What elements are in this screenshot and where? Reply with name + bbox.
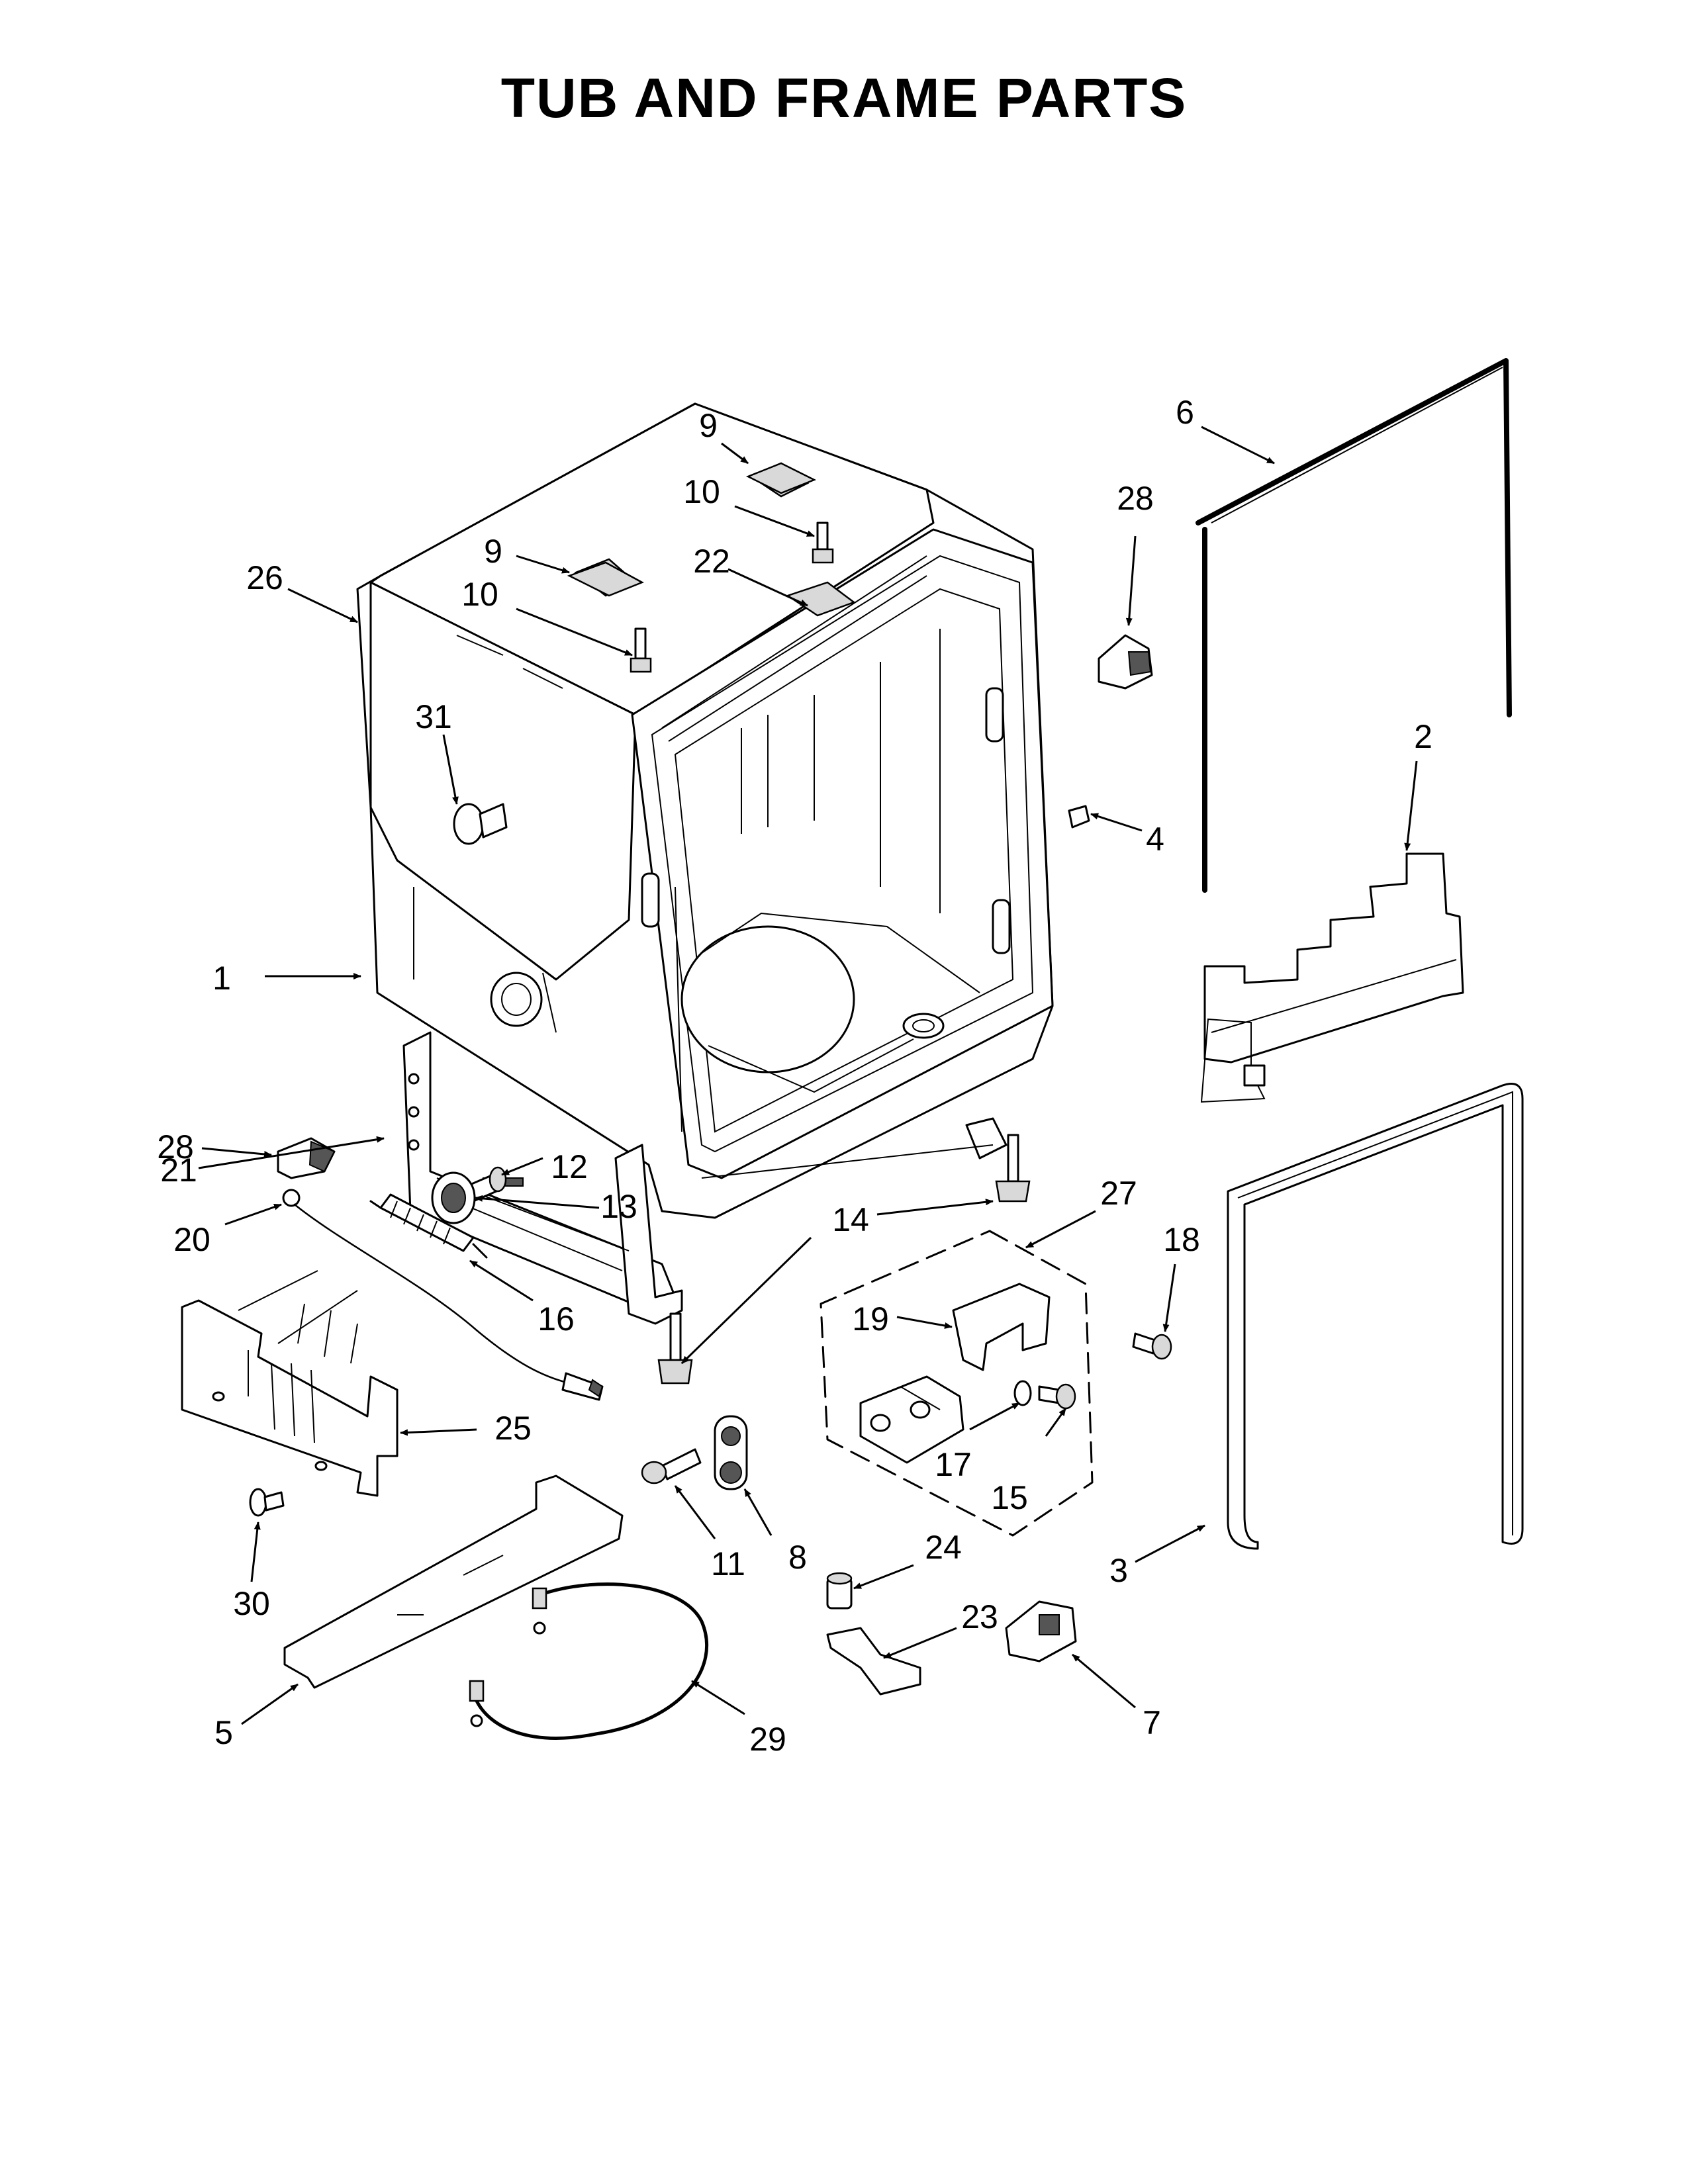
callout-24: 24 [925, 1529, 962, 1566]
callout-11: 11 [711, 1545, 745, 1582]
callout-28-upper: 28 [1117, 480, 1154, 517]
callout-17: 17 [935, 1446, 972, 1483]
screw-18 [1132, 1332, 1172, 1360]
callout-labels: 1 2 3 4 5 6 7 8 9 9 10 10 11 12 13 14 15… [157, 394, 1432, 1758]
clip [1068, 805, 1090, 829]
sensor [826, 1572, 853, 1610]
washer [1013, 1380, 1032, 1406]
callout-26: 26 [246, 559, 283, 596]
callout-3: 3 [1109, 1552, 1128, 1589]
callout-12: 12 [551, 1148, 588, 1185]
fastener-30 [249, 1488, 285, 1517]
hinge-bracket [745, 462, 817, 494]
plug [453, 803, 508, 845]
toe-insulation [181, 1270, 399, 1497]
callout-5: 5 [214, 1714, 233, 1751]
callout-21: 21 [160, 1152, 197, 1189]
callout-27: 27 [1100, 1175, 1137, 1212]
callout-9-lower: 9 [484, 533, 502, 570]
callout-10-lower: 10 [461, 576, 498, 613]
callout-22: 22 [693, 543, 730, 580]
callout-15: 15 [991, 1479, 1028, 1516]
callout-8: 8 [788, 1539, 807, 1576]
kit-boundary [820, 1230, 1094, 1537]
callout-4: 4 [1146, 821, 1164, 858]
spring [369, 1193, 488, 1259]
callout-1: 1 [212, 960, 231, 997]
callout-2: 2 [1414, 718, 1432, 755]
callout-30: 30 [233, 1585, 270, 1622]
door-cable [282, 1189, 604, 1401]
screw-11 [641, 1448, 702, 1484]
callout-16: 16 [538, 1300, 575, 1338]
callout-29: 29 [749, 1721, 786, 1758]
callout-13: 13 [600, 1188, 637, 1225]
bushing [714, 1415, 748, 1490]
callout-23: 23 [961, 1598, 998, 1635]
grommet [431, 1171, 476, 1224]
callout-10-upper: 10 [683, 473, 720, 510]
callout-28-lower: 28 [157, 1128, 194, 1165]
shield [283, 1475, 624, 1689]
callout-25: 25 [494, 1410, 532, 1447]
wire-harness [469, 1582, 709, 1740]
bracket-19 [952, 1283, 1051, 1371]
page-title: TUB AND FRAME PARTS [500, 67, 1188, 129]
bracket-23 [826, 1627, 921, 1696]
callout-9-upper: 9 [699, 407, 718, 444]
screw [816, 522, 829, 551]
callout-19: 19 [852, 1300, 889, 1338]
hinge-mount [859, 1375, 964, 1464]
callout-14: 14 [832, 1201, 869, 1238]
screw-15 [1038, 1383, 1076, 1410]
connector [1005, 1600, 1077, 1662]
leveling-leg [657, 1134, 1031, 1385]
strap [786, 581, 856, 617]
callout-31: 31 [415, 698, 452, 735]
callout-18: 18 [1163, 1221, 1200, 1258]
leader-lines [198, 426, 1418, 1725]
vapor-barrier [1200, 852, 1464, 1103]
side-seal [1227, 1083, 1524, 1550]
callout-7: 7 [1143, 1704, 1161, 1741]
callout-6: 6 [1176, 394, 1194, 431]
door-gasket [1196, 358, 1512, 893]
latch-block-upper [1098, 634, 1153, 690]
base-frame [402, 1031, 1008, 1325]
callout-20: 20 [173, 1221, 211, 1258]
